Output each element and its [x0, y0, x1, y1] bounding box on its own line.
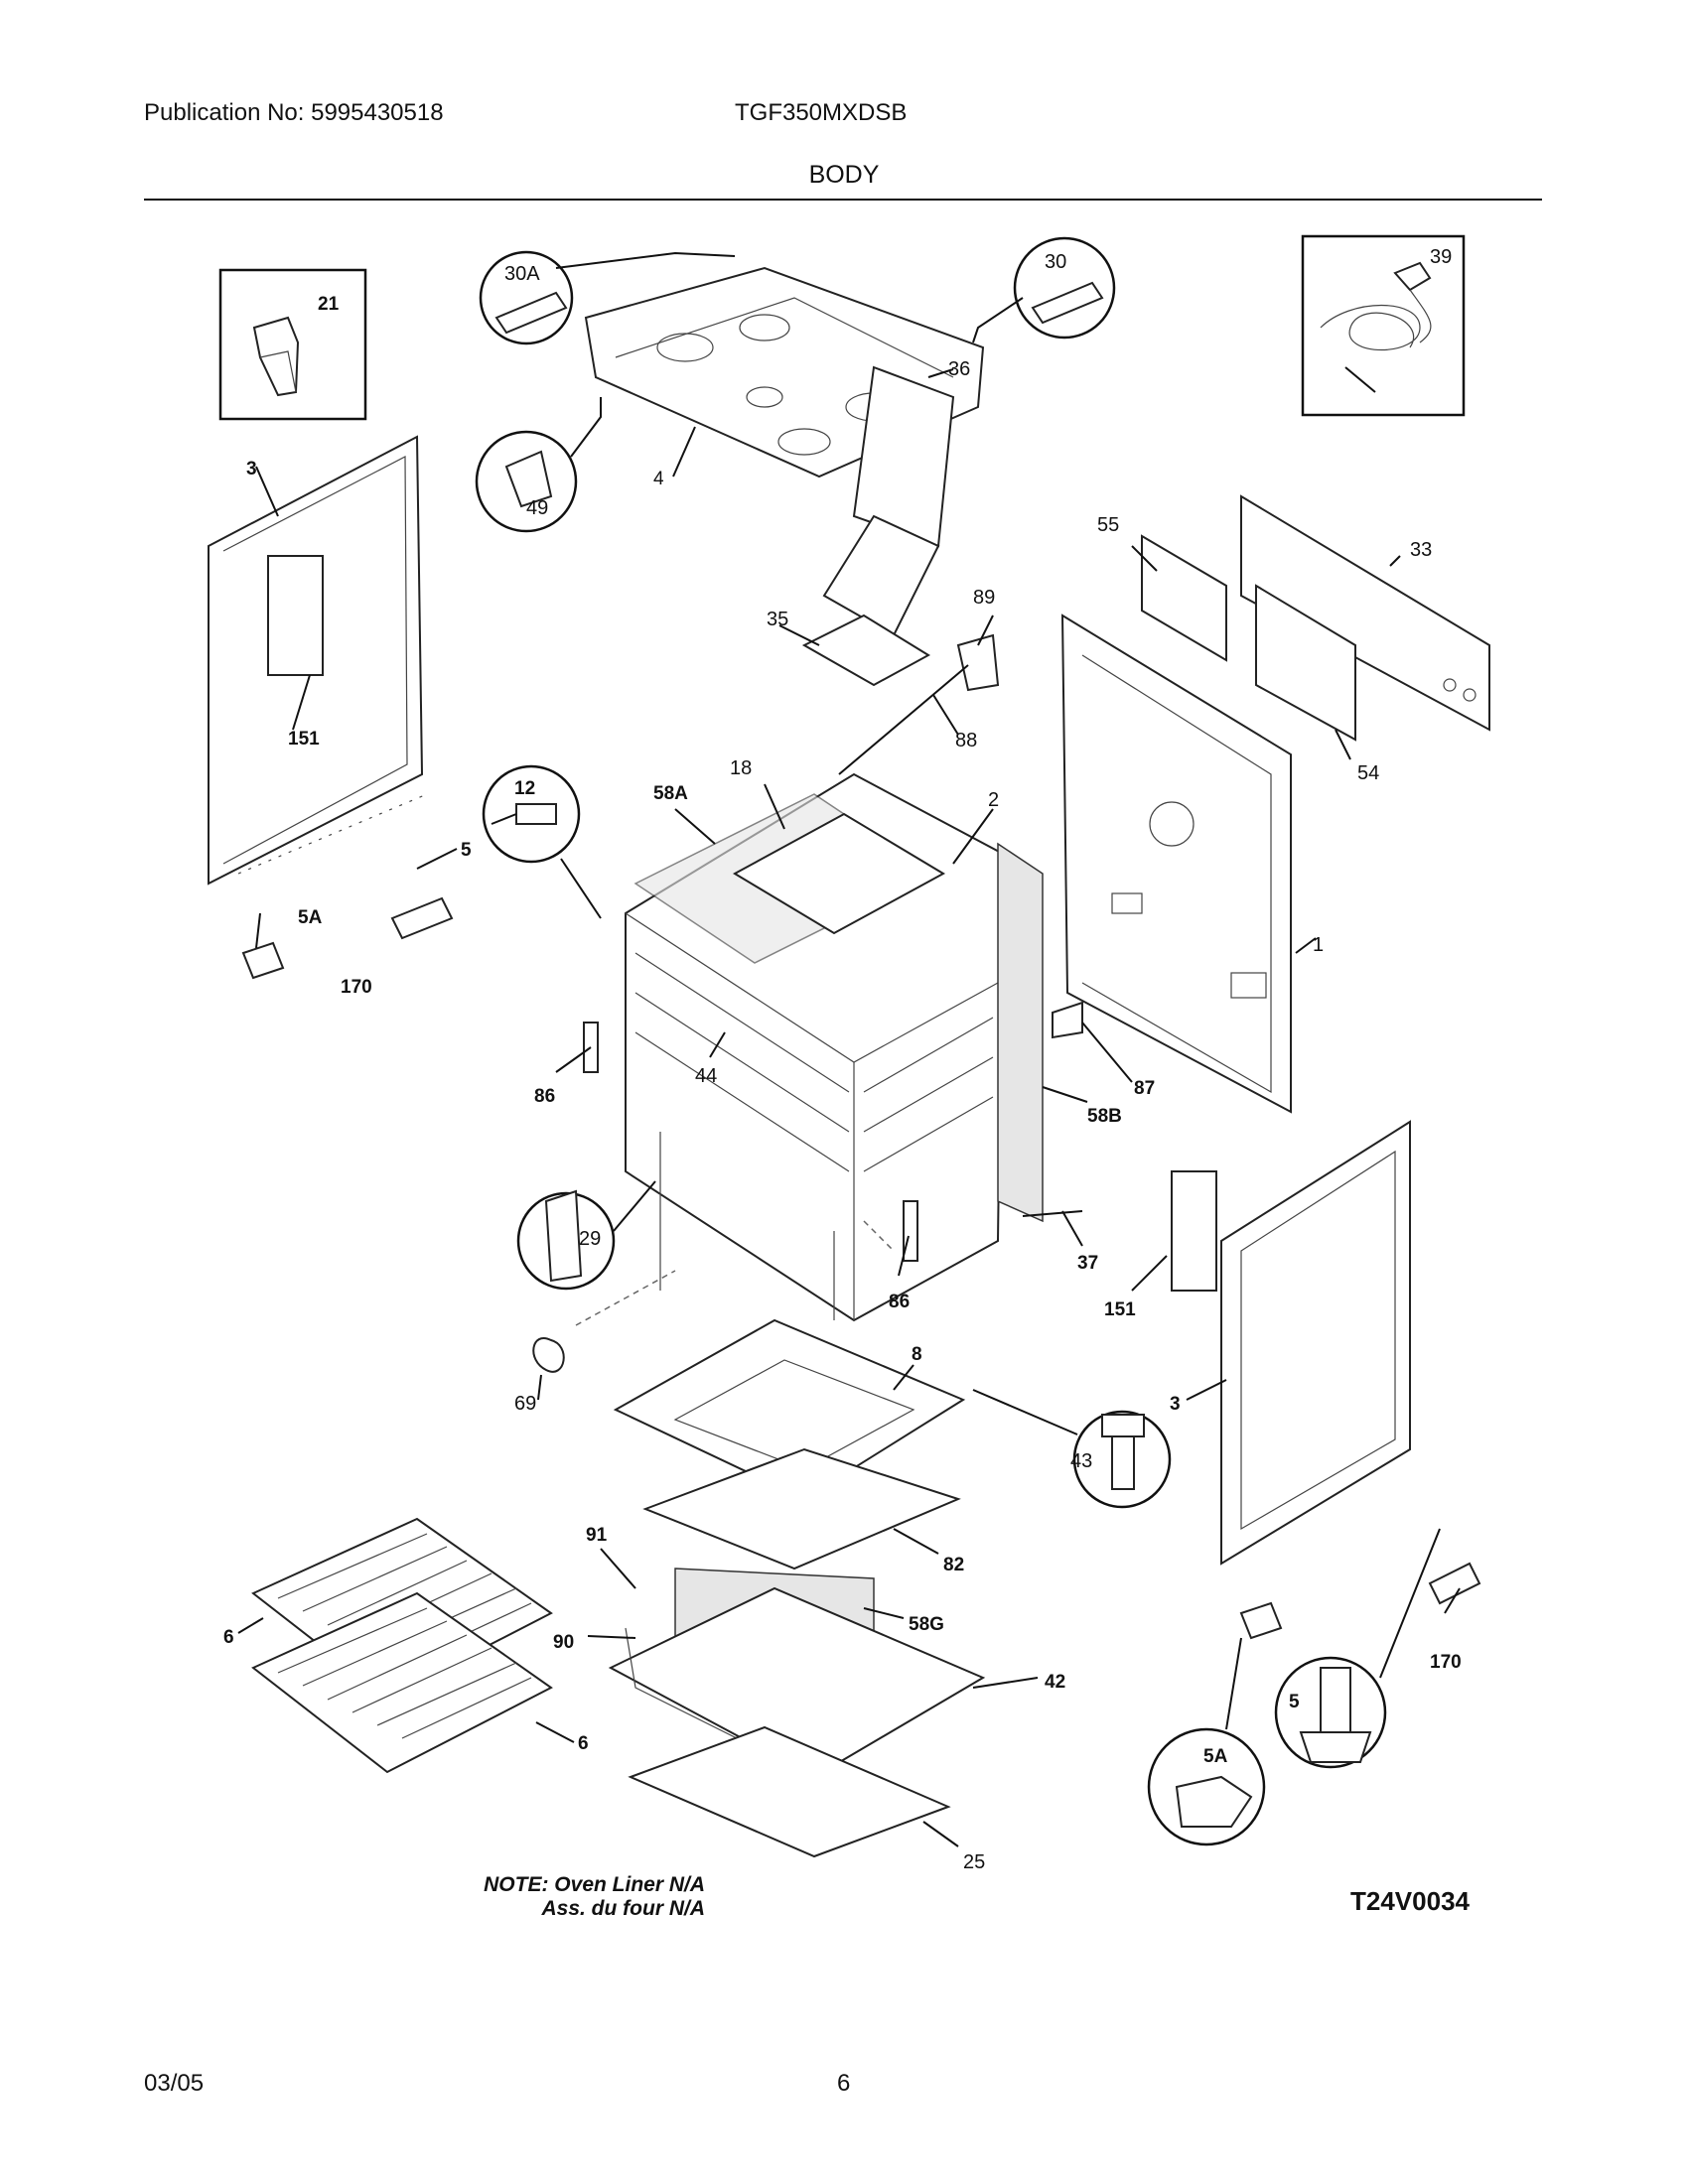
part-6-oven-racks	[251, 1517, 553, 1774]
callout-5A-left: 5A	[298, 907, 323, 928]
part-170-bracket-right	[1428, 1562, 1481, 1605]
callout-90: 90	[553, 1632, 574, 1653]
callout-37: 37	[1077, 1253, 1098, 1274]
callout-3-right: 3	[1170, 1394, 1181, 1415]
part-58B-insulation	[997, 842, 1044, 1223]
part-69-plug	[532, 1337, 565, 1373]
footer-date: 03/05	[144, 2070, 205, 2097]
callout-5-left: 5	[461, 840, 472, 861]
detail-circle-30	[972, 236, 1116, 343]
callout-170-right: 170	[1430, 1652, 1462, 1673]
part-1-back-panel	[1060, 614, 1292, 1114]
part-170-bracket-left	[390, 896, 454, 940]
detail-circle-43	[972, 1389, 1172, 1509]
part-5A-leveler-right	[1239, 1601, 1283, 1640]
callout-88: 88	[955, 730, 977, 751]
callout-30A: 30A	[504, 263, 540, 285]
part-36-burner-shield	[822, 365, 955, 637]
part-87-switch	[1052, 1001, 1083, 1039]
part-33-rear-cover	[1240, 494, 1490, 732]
callout-91: 91	[586, 1525, 608, 1546]
diagram-code: T24V0034	[1350, 1886, 1470, 1916]
callout-35: 35	[767, 609, 788, 630]
callout-44: 44	[695, 1065, 717, 1087]
note-line-1: NOTE: Oven Liner N/A	[484, 1873, 705, 1896]
model-number: TGF350MXDSB	[735, 99, 908, 126]
detail-circle-12	[482, 764, 602, 919]
part-35-plate	[801, 614, 930, 687]
publication-number: Publication No: 5995430518	[144, 99, 444, 126]
callout-151-right: 151	[1104, 1299, 1136, 1320]
part-3-left-side-panel	[208, 435, 428, 886]
callout-39: 39	[1430, 246, 1452, 268]
detail-circle-29	[516, 1180, 656, 1291]
callout-58B: 58B	[1087, 1106, 1122, 1127]
callout-58G: 58G	[909, 1614, 944, 1635]
callout-87: 87	[1134, 1078, 1155, 1099]
callout-6-top: 6	[223, 1627, 234, 1648]
callout-86-right: 86	[889, 1292, 910, 1312]
part-2-plate	[732, 812, 946, 935]
callout-86-left: 86	[534, 1086, 555, 1107]
part-55-shield	[1141, 534, 1227, 662]
callout-29: 29	[579, 1228, 601, 1250]
callout-33: 33	[1410, 539, 1432, 561]
callout-18: 18	[730, 757, 752, 779]
guide-line	[575, 1270, 676, 1326]
callout-36: 36	[948, 358, 970, 380]
part-86-hinge-right	[903, 1200, 918, 1262]
callout-1: 1	[1313, 934, 1324, 956]
callout-42: 42	[1045, 1672, 1065, 1693]
header-divider	[144, 199, 1542, 201]
callout-82: 82	[943, 1555, 964, 1575]
part-88-tube	[838, 664, 969, 775]
callout-170-left: 170	[341, 977, 372, 998]
section-title: BODY	[808, 161, 880, 189]
callout-58A: 58A	[653, 783, 688, 804]
callout-49: 49	[526, 497, 548, 519]
callout-3-left: 3	[246, 459, 257, 479]
callout-12: 12	[514, 778, 535, 799]
part-54-bracket	[1255, 584, 1356, 742]
callout-43: 43	[1070, 1450, 1092, 1472]
part-3-right-side-panel	[1171, 1120, 1411, 1566]
callout-21: 21	[318, 294, 340, 315]
note-line-2: Ass. du four N/A	[541, 1897, 705, 1920]
part-25-drawer-bottom	[628, 1725, 951, 1858]
callout-6-bottom: 6	[578, 1733, 589, 1754]
leader-lines	[237, 368, 1461, 1847]
callout-55: 55	[1097, 514, 1119, 536]
callout-89: 89	[973, 587, 995, 609]
part-82-baffle	[642, 1447, 961, 1570]
callout-151-left: 151	[288, 729, 320, 750]
callout-5-right: 5	[1289, 1692, 1300, 1712]
detail-circle-30A	[479, 250, 736, 345]
callout-30: 30	[1045, 251, 1066, 273]
callout-69: 69	[514, 1393, 536, 1415]
callout-8: 8	[912, 1344, 922, 1365]
callout-25: 25	[963, 1851, 985, 1873]
guide-line	[863, 1220, 895, 1252]
footer-page-number: 6	[837, 2070, 851, 2097]
part-5A-leveler-left	[241, 941, 285, 980]
part-39-box	[1301, 234, 1466, 417]
callout-5A-right: 5A	[1203, 1746, 1228, 1767]
part-21-box	[218, 268, 367, 421]
note-oven-liner: NOTE: Oven Liner N/A Ass. du four N/A	[417, 1873, 705, 1921]
detail-circle-49	[475, 397, 602, 533]
part-37-tube	[1022, 1210, 1083, 1217]
detail-circle-5A	[1147, 1637, 1266, 1846]
part-8-oven-bottom	[613, 1318, 966, 1501]
callout-54: 54	[1357, 762, 1379, 784]
callout-2: 2	[988, 789, 999, 811]
callout-4: 4	[653, 469, 664, 489]
detail-circle-5	[1274, 1528, 1441, 1769]
